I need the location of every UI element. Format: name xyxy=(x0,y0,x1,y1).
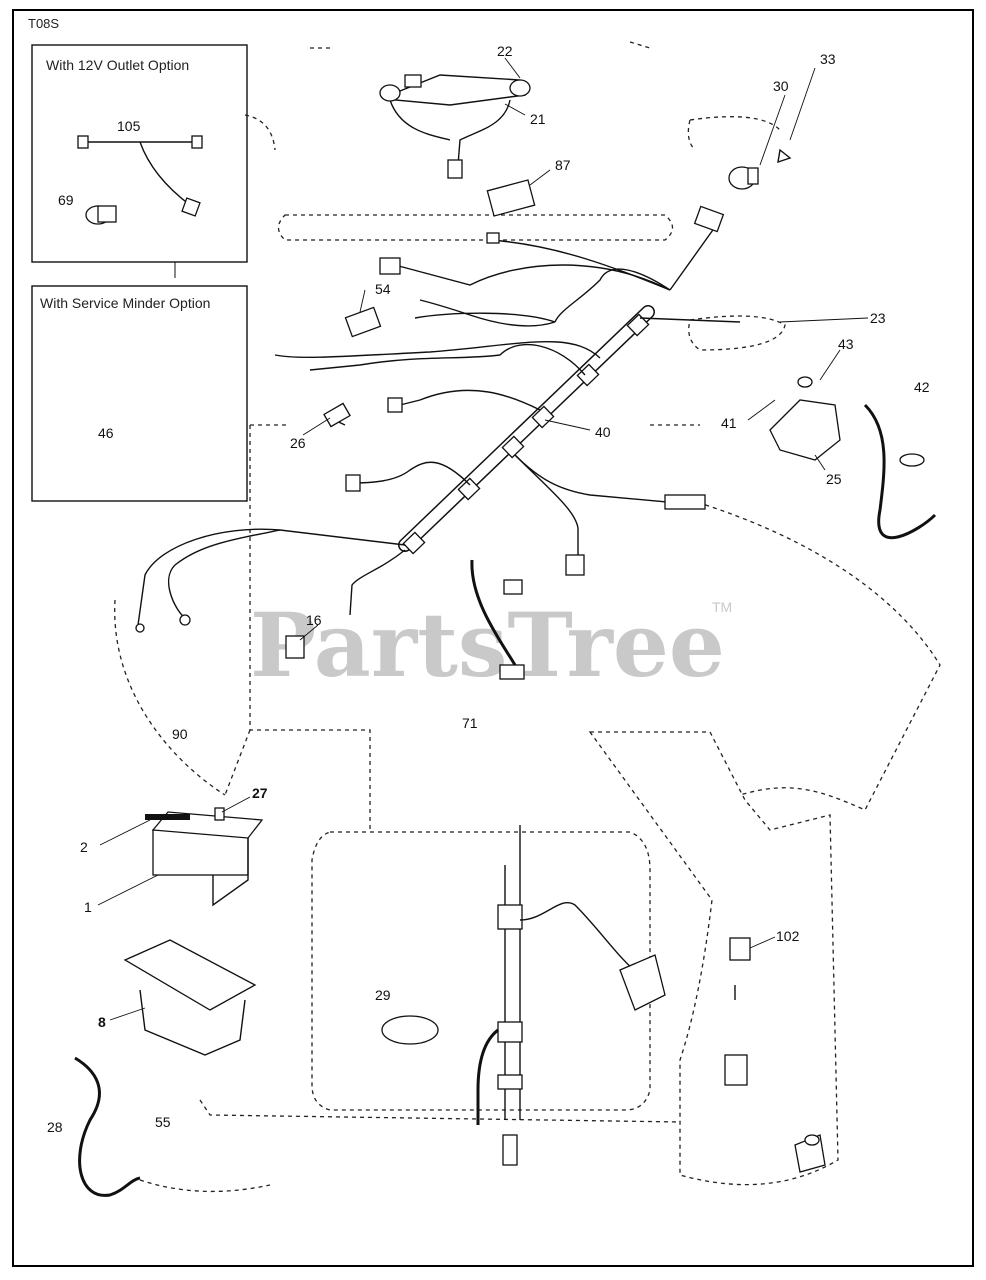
inset-service-title: With Service Minder Option xyxy=(40,295,210,311)
watermark-tm: TM xyxy=(712,599,732,615)
callout-42: 42 xyxy=(914,379,930,395)
callout-105: 105 xyxy=(117,118,141,134)
callout-8: 8 xyxy=(98,1014,106,1030)
callout-41: 41 xyxy=(721,415,737,431)
callout-16: 16 xyxy=(306,612,322,628)
callout-21: 21 xyxy=(530,111,546,127)
callout-40: 40 xyxy=(595,424,611,440)
callout-90: 90 xyxy=(172,726,188,742)
callout-71: 71 xyxy=(462,715,478,731)
callout-23: 23 xyxy=(870,310,886,326)
callout-54: 54 xyxy=(375,281,391,297)
callout-69: 69 xyxy=(58,192,74,208)
callout-2: 2 xyxy=(80,839,88,855)
callout-26: 26 xyxy=(290,435,306,451)
callout-55: 55 xyxy=(155,1114,171,1130)
parts xyxy=(74,74,937,1197)
callout-25: 25 xyxy=(826,471,842,487)
callout-43: 43 xyxy=(838,336,854,352)
callout-102: 102 xyxy=(776,928,800,944)
callout-22: 22 xyxy=(497,43,513,59)
callout-30: 30 xyxy=(773,78,789,94)
watermark: PartsTree xyxy=(250,593,725,697)
diagram-frame xyxy=(12,9,974,1267)
main-harness xyxy=(398,305,655,555)
callout-labels: 22 21 30 33 87 54 23 43 42 41 40 26 25 1… xyxy=(47,43,930,1135)
callout-1: 1 xyxy=(84,899,92,915)
diagram-code: T08S xyxy=(28,16,59,31)
callout-28: 28 xyxy=(47,1119,63,1135)
inset-12v-title: With 12V Outlet Option xyxy=(46,57,189,73)
inset-service-minder: With Service Minder Option 46 xyxy=(31,285,248,502)
callout-27: 27 xyxy=(252,785,268,801)
callout-33: 33 xyxy=(820,51,836,67)
callout-46: 46 xyxy=(98,425,114,441)
callout-29: 29 xyxy=(375,987,391,1003)
wire-branches xyxy=(137,219,741,626)
inset-12v-outlet: With 12V Outlet Option 105 69 xyxy=(31,44,248,278)
leader-lines xyxy=(97,57,869,1021)
chassis-outline xyxy=(114,41,941,1193)
callout-87: 87 xyxy=(555,157,571,173)
